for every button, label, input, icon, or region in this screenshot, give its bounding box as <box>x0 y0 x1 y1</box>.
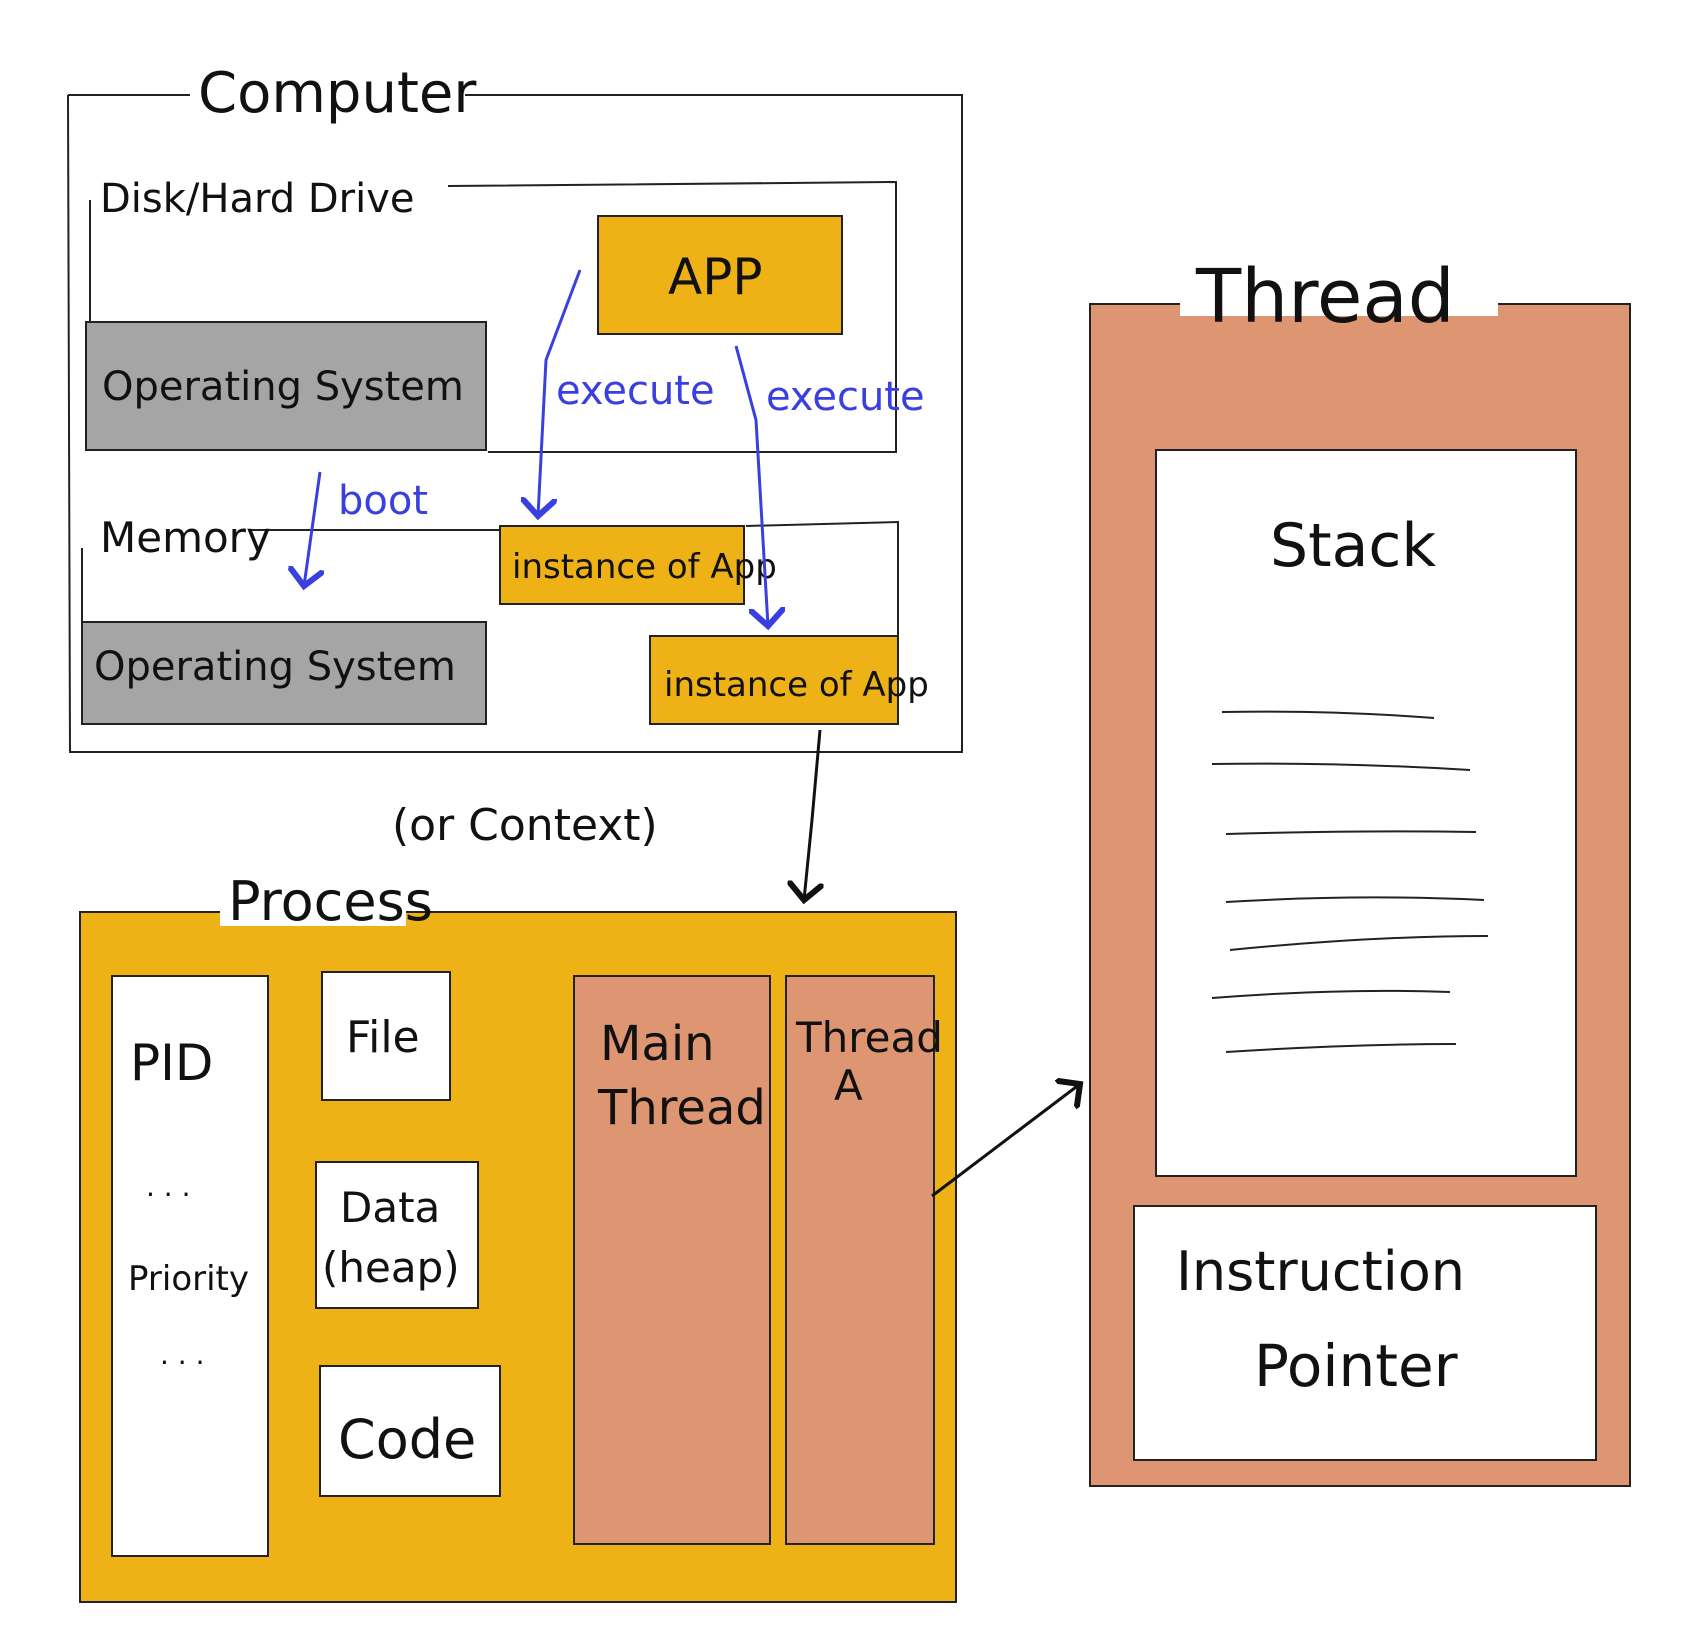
process-title: Process <box>228 870 433 933</box>
execute-arrow-2 <box>734 345 768 626</box>
stack-label: Stack <box>1270 511 1436 581</box>
boot-arrow <box>304 471 320 586</box>
disk-frame <box>89 180 897 453</box>
thread-title: Thread <box>1195 254 1455 340</box>
stack-line-5 <box>1229 935 1489 951</box>
ellipsis-2: · · · <box>160 1346 205 1379</box>
stack-line-6 <box>1211 989 1451 999</box>
instruction-pointer-line1: Instruction <box>1176 1240 1465 1303</box>
stack-frame-lines <box>1211 710 1489 1053</box>
stack-line-4 <box>1225 896 1485 903</box>
app-label: APP <box>668 248 763 306</box>
stack-line-3 <box>1225 830 1477 835</box>
process-subtitle: (or Context) <box>392 800 658 851</box>
app-instance-2-label: instance of App <box>664 665 929 705</box>
thread-a-block <box>785 975 935 1545</box>
data-label: Data <box>340 1183 440 1232</box>
instruction-pointer-line2: Pointer <box>1254 1332 1458 1400</box>
disk-os-label: Operating System <box>102 364 464 410</box>
execute-label-1: execute <box>556 368 715 414</box>
thread-a-line1: Thread <box>795 1013 943 1062</box>
memory-frame <box>81 520 899 636</box>
data-block <box>315 1161 479 1309</box>
main-thread-block <box>573 975 771 1545</box>
main-thread-line1: Main <box>600 1016 715 1072</box>
pid-label: PID <box>130 1034 213 1092</box>
computer-title: Computer <box>198 61 477 126</box>
memory-title: Memory <box>100 513 271 562</box>
code-label: Code <box>338 1408 476 1471</box>
stack-block <box>1155 449 1577 1177</box>
stack-line-2 <box>1211 762 1471 771</box>
app-instance-1 <box>499 525 745 605</box>
disk-os-block <box>85 321 487 451</box>
app-instance-1-label: instance of App <box>512 547 777 587</box>
disk-title: Disk/Hard Drive <box>100 176 414 222</box>
instruction-pointer-block <box>1133 1205 1597 1461</box>
computer-frame <box>67 94 963 753</box>
priority-label: Priority <box>128 1259 249 1299</box>
memory-os-label: Operating System <box>94 644 456 690</box>
stack-line-1 <box>1221 710 1435 719</box>
ellipsis-1: · · · <box>146 1178 191 1211</box>
app-instance-2 <box>649 635 899 725</box>
pid-block <box>111 975 269 1557</box>
boot-label: boot <box>338 478 428 524</box>
execute-label-2: execute <box>766 374 925 420</box>
thread-a-to-thread-arrow <box>931 1084 1080 1198</box>
memory-os-block <box>81 621 487 725</box>
execute-arrow-1 <box>538 269 582 516</box>
file-label: File <box>346 1012 420 1063</box>
heap-label: (heap) <box>322 1243 460 1292</box>
instance-to-process-arrow <box>804 729 820 900</box>
app-block <box>597 215 843 335</box>
thread-title-gap <box>1180 290 1498 316</box>
thread-a-line2: A <box>834 1061 863 1110</box>
file-block <box>321 971 451 1101</box>
code-block <box>319 1365 501 1497</box>
main-thread-line2: Thread <box>597 1080 766 1136</box>
process-title-gap <box>220 896 406 926</box>
stack-line-7 <box>1225 1043 1457 1053</box>
